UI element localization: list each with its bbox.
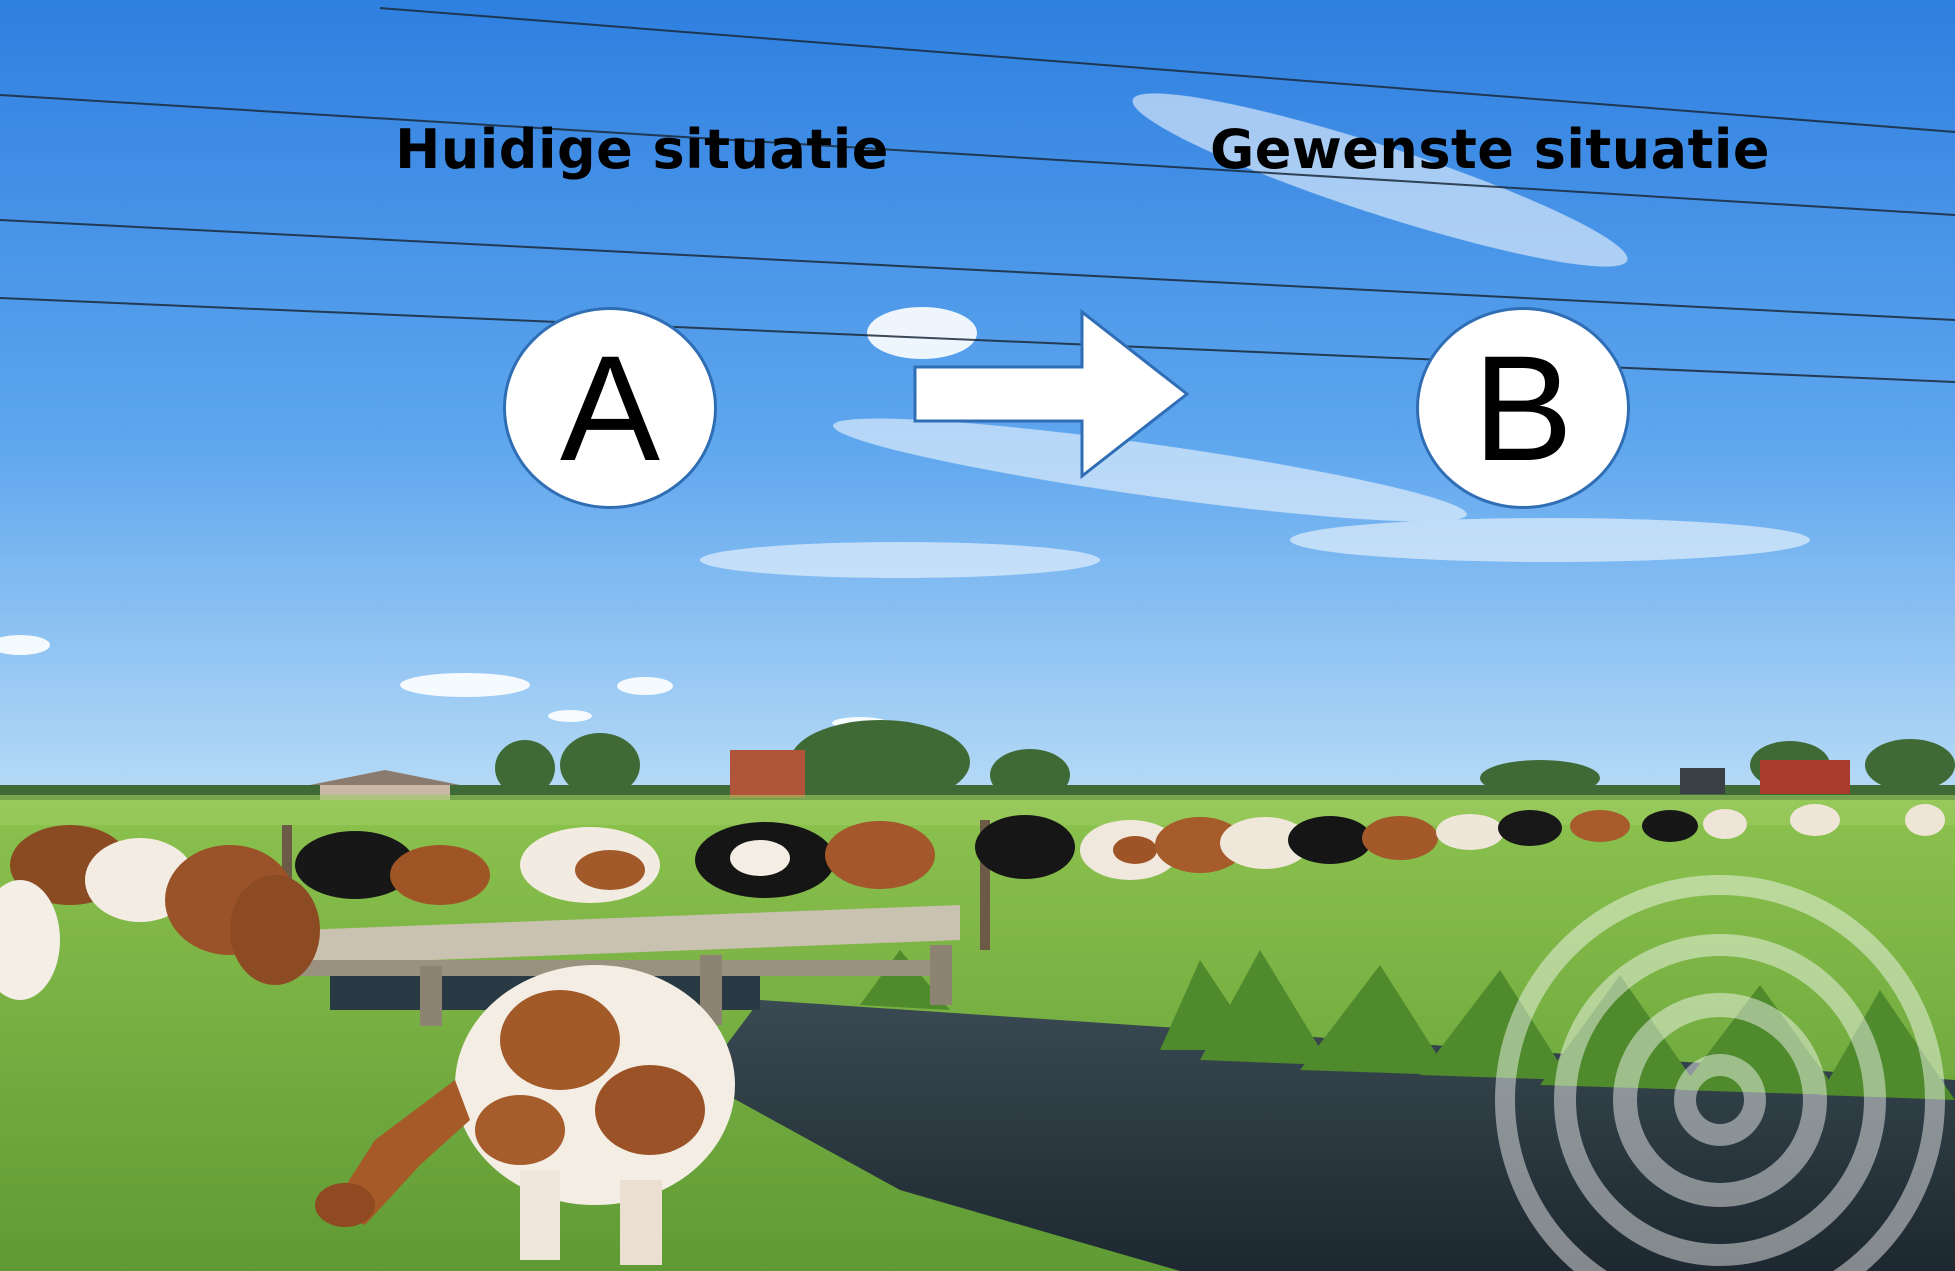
footbridge <box>282 820 990 1026</box>
desired-situation-heading: Gewenste situatie <box>1209 118 1771 181</box>
state-a-letter: A <box>559 324 661 492</box>
treeline <box>0 720 1955 805</box>
state-b-letter: B <box>1472 324 1574 492</box>
herd <box>0 804 1945 1000</box>
grazing-cow <box>315 965 735 1265</box>
state-b-circle: B <box>1416 307 1630 509</box>
right-arrow-icon <box>913 308 1190 480</box>
small-clouds <box>0 307 977 729</box>
concentric-circles-watermark-icon <box>1495 875 1945 1271</box>
reeds <box>860 950 1955 1100</box>
current-situation-heading: Huidige situatie <box>395 118 889 181</box>
state-a-circle: A <box>503 307 717 509</box>
power-lines <box>0 7 1955 383</box>
